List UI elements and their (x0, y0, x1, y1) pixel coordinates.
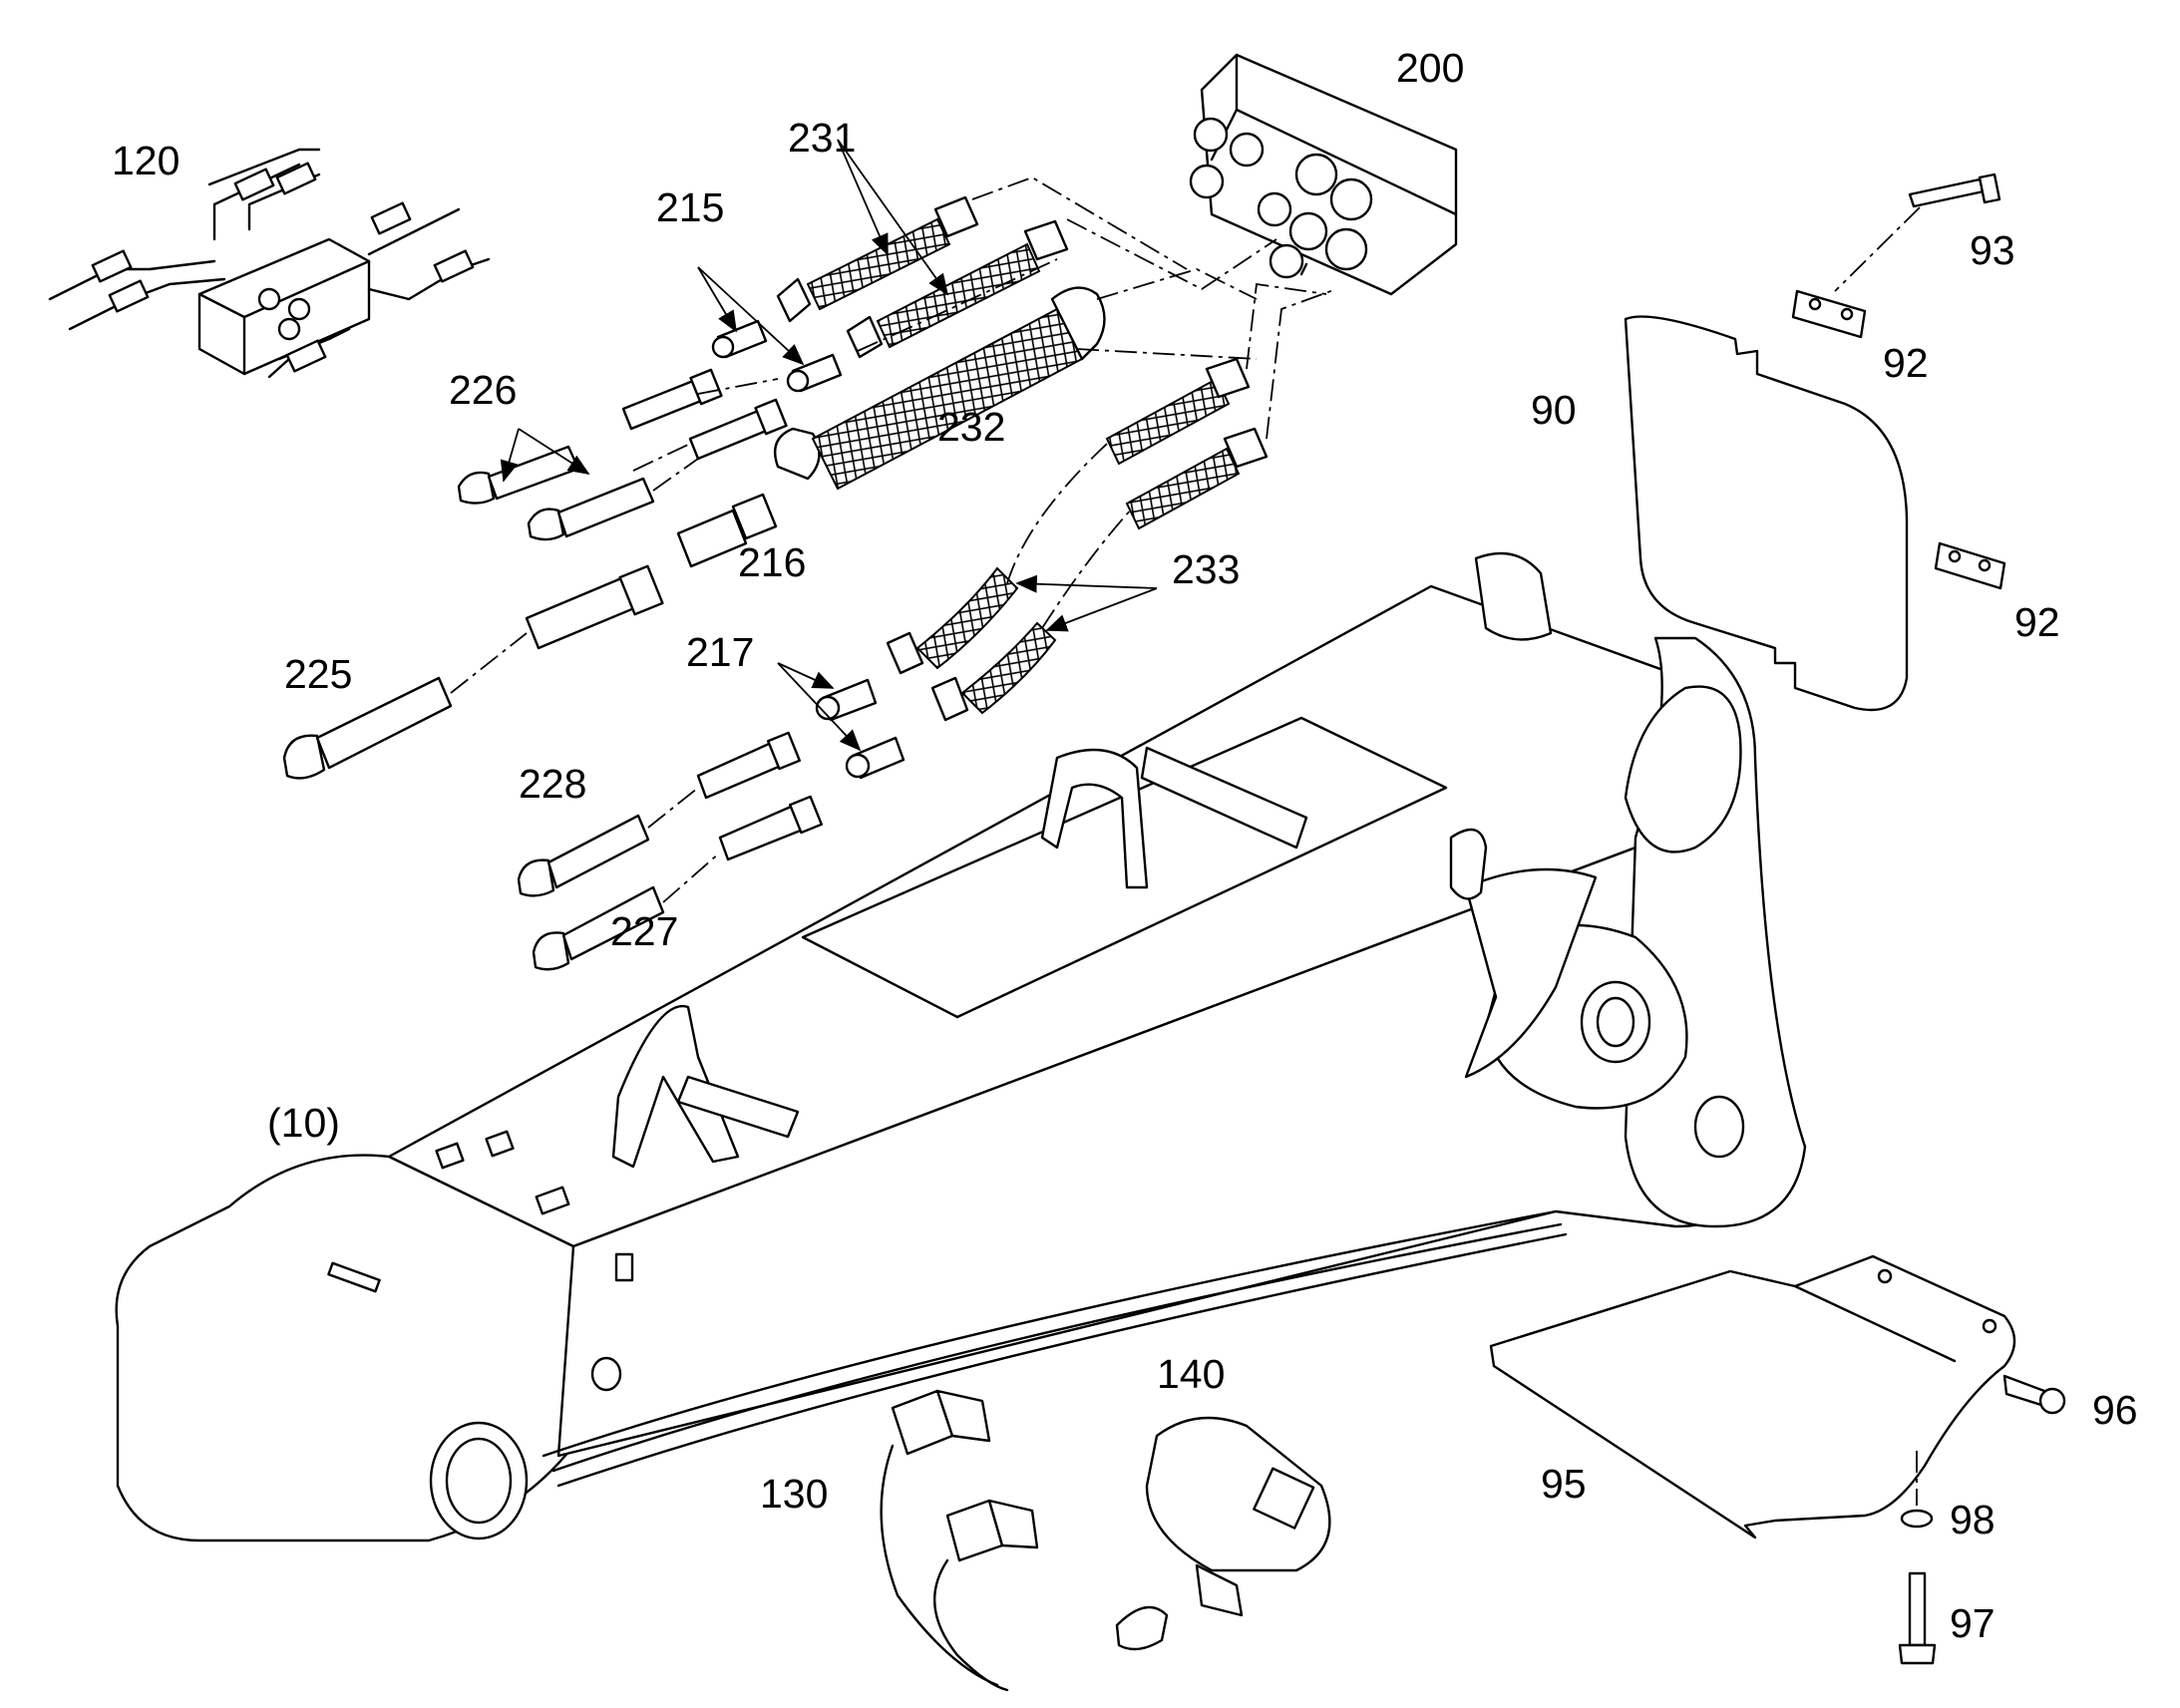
label-231: 231 (788, 115, 856, 161)
label-200: 200 (1396, 45, 1464, 91)
label-90: 90 (1531, 387, 1577, 433)
boom-assembly (115, 551, 1807, 1542)
fitting-216 (676, 493, 778, 568)
hose-233-lower (930, 427, 1269, 722)
label-96: 96 (2092, 1387, 2138, 1433)
label-98: 98 (1950, 1497, 1996, 1542)
label-215: 215 (656, 184, 724, 230)
label-130: 130 (760, 1471, 828, 1517)
valve-block-120 (48, 148, 491, 379)
connector-130 (880, 1389, 1039, 1692)
label-92-lower: 92 (2014, 599, 2060, 645)
label-140: 140 (1157, 1351, 1225, 1397)
leader-lines (500, 139, 1158, 752)
label-97: 97 (1950, 1600, 1996, 1646)
fitting-217-a (815, 678, 878, 722)
bolt-93 (1834, 172, 2001, 292)
hose-233-upper (886, 357, 1251, 675)
callout-labels: 200 120 231 215 93 92 90 226 232 216 233… (112, 45, 2138, 1646)
label-226: 226 (449, 367, 517, 413)
cover-plate-90 (1624, 315, 1909, 712)
fitting-217-b (845, 736, 906, 780)
label-225: 225 (284, 651, 352, 697)
hose-232 (773, 286, 1106, 491)
bolt-225 (282, 564, 664, 780)
hose-231-upper (776, 195, 979, 323)
label-93: 93 (1970, 227, 2015, 273)
shim-92-upper (1791, 289, 1867, 339)
label-120: 120 (112, 138, 180, 183)
label-10: (10) (267, 1100, 340, 1146)
bolt-226-pair-right (621, 368, 788, 461)
label-232: 232 (937, 404, 1005, 450)
sensor-140 (1115, 1416, 1331, 1651)
label-217: 217 (686, 629, 754, 675)
manifold-block-200 (1189, 53, 1458, 296)
fitting-215-b (786, 353, 843, 393)
screw-96 (2002, 1374, 2066, 1415)
label-228: 228 (519, 761, 586, 807)
fitting-215-a (711, 319, 768, 359)
bolt-226-lower (527, 477, 655, 541)
label-216: 216 (738, 539, 806, 585)
guard-plate-95 (1489, 1254, 2016, 1539)
label-92-upper: 92 (1883, 340, 1929, 386)
dashed-routing-lines (632, 176, 1337, 903)
label-95: 95 (1541, 1461, 1587, 1507)
bolt-228 (517, 731, 802, 897)
bolt-97 (1898, 1571, 1937, 1665)
washer-98 (1900, 1451, 1934, 1529)
label-227: 227 (610, 908, 678, 954)
shim-92-lower (1934, 541, 2006, 590)
bolt-227 (532, 795, 824, 971)
label-233: 233 (1172, 546, 1240, 592)
